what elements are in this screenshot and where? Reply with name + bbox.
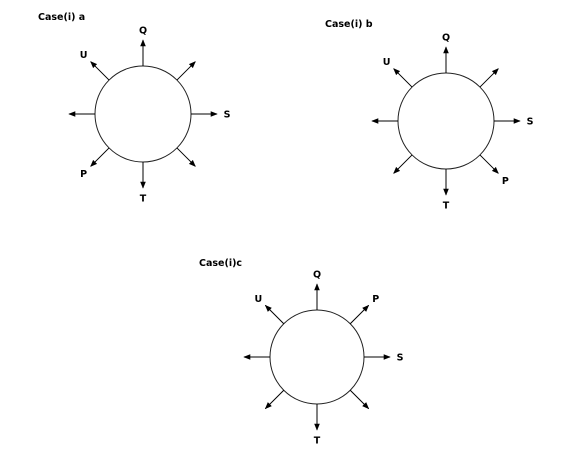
point-label-q: Q <box>442 33 450 44</box>
point-label-q: Q <box>313 270 321 281</box>
arrow-7 <box>393 68 413 88</box>
point-label-t: T <box>443 201 450 212</box>
arrow-1 <box>349 304 370 325</box>
point-label-u: U <box>80 50 88 61</box>
diagram-case-c: Case(i)c Q P S T U <box>199 258 404 447</box>
diagram-title: Case(i)c <box>199 258 242 269</box>
arrow-7 <box>90 61 110 81</box>
arrow-3 <box>176 147 196 167</box>
arrow-group: Q S T P U <box>68 26 231 205</box>
diagram-title: Case(i) b <box>325 19 373 30</box>
point-label-p: P <box>372 294 379 305</box>
point-label-s: S <box>397 353 404 364</box>
arrow-group: Q P S T U <box>243 270 404 447</box>
point-label-u: U <box>383 57 391 68</box>
point-label-p: P <box>502 176 509 187</box>
arrow-3 <box>479 154 499 174</box>
circle <box>94 65 192 163</box>
point-label-p: P <box>80 169 87 180</box>
point-label-t: T <box>140 194 147 205</box>
arrow-5 <box>393 154 413 174</box>
arrow-1 <box>479 68 499 88</box>
arrow-group: Q S P T U <box>371 33 534 212</box>
diagram-title: Case(i) a <box>38 12 85 23</box>
circle <box>269 309 365 405</box>
point-label-t: T <box>314 436 321 447</box>
point-label-u: U <box>254 294 262 305</box>
arrow-5 <box>90 147 110 167</box>
arrow-3 <box>349 389 370 410</box>
point-label-s: S <box>224 110 231 121</box>
arrow-7 <box>264 304 285 325</box>
diagram-case-a: Case(i) a Q S T P U <box>38 12 231 205</box>
point-label-q: Q <box>139 26 147 37</box>
diagram-case-b: Case(i) b Q S P T U <box>325 19 534 212</box>
circle <box>397 72 495 170</box>
point-label-s: S <box>527 117 534 128</box>
arrow-5 <box>264 389 285 410</box>
arrow-1 <box>176 61 196 81</box>
